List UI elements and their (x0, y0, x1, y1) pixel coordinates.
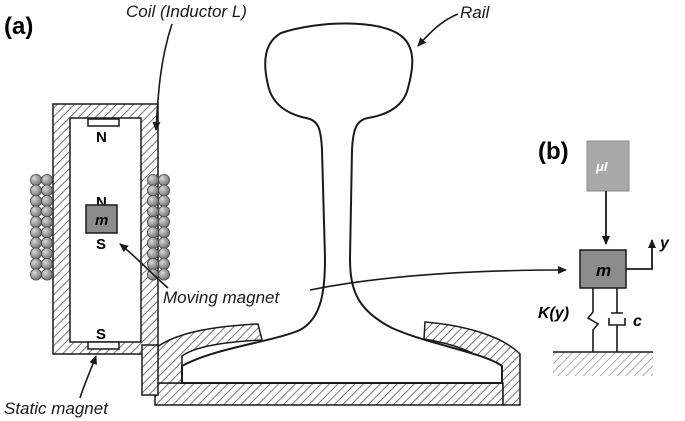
pole-label-bottom-s: S (96, 326, 106, 343)
coil-turn (41, 236, 54, 249)
damper-label: c (633, 313, 642, 330)
coil-label: Coil (Inductor L) (126, 2, 247, 21)
bottom-static-magnet (87, 341, 120, 350)
moving-magnet-leader (119, 243, 169, 289)
coil-turn (146, 205, 159, 218)
panel-label-b: (b) (538, 138, 569, 165)
coil-turn (146, 215, 159, 228)
coil-turn (157, 247, 170, 260)
coil-windings-left (29, 173, 54, 281)
coil-turn (41, 257, 54, 270)
coil-turn (157, 268, 170, 281)
panel-label-a: (a) (4, 13, 33, 40)
pole-label-top-n: N (96, 129, 107, 146)
rail-leader (417, 13, 459, 47)
displacement-label: y (659, 235, 670, 252)
spring-element (586, 288, 600, 352)
static-magnet-label: Static magnet (4, 399, 109, 418)
coil-turn (146, 194, 159, 207)
coil-turn (157, 173, 170, 186)
coil-turn (29, 205, 42, 218)
coil-turn (29, 236, 42, 249)
model-ground (553, 352, 653, 376)
coil-turn (29, 268, 42, 281)
coil-turn (41, 173, 54, 186)
static-magnet-leader (79, 355, 97, 399)
coil-turn (41, 205, 54, 218)
pole-label-moving-s: S (96, 236, 106, 253)
moving-magnet-label: Moving magnet (163, 288, 281, 307)
coil-turn (157, 226, 170, 239)
moving-magnet-mass-label: m (95, 212, 108, 229)
damper-element (608, 288, 626, 352)
coil-turn (146, 257, 159, 270)
coil-turn (146, 226, 159, 239)
coil-turn (41, 194, 54, 207)
coil-turn (157, 236, 170, 249)
coil-turn (41, 268, 54, 281)
coil-turn (41, 215, 54, 228)
coil-turn (146, 173, 159, 186)
rail-to-model-leader (309, 266, 567, 291)
coil-turn (157, 205, 170, 218)
rail-base (147, 321, 521, 406)
coil-turn (146, 184, 159, 197)
coil-turn (29, 215, 42, 228)
coil-turn (29, 184, 42, 197)
coil-turn (157, 215, 170, 228)
moving-magnet (85, 204, 118, 234)
coil-turn (29, 173, 42, 186)
coil-turn (157, 257, 170, 270)
coil-turn (29, 194, 42, 207)
rail-profile (181, 22, 503, 384)
coil-turn (29, 226, 42, 239)
coil-turn (29, 257, 42, 270)
input-block-label: μI (595, 159, 608, 174)
coil-turn (29, 247, 42, 260)
coil-turn (146, 247, 159, 260)
coil-turn (41, 184, 54, 197)
coil-leader (152, 23, 173, 131)
model-mass-label: m (596, 261, 611, 280)
coil-turn (41, 247, 54, 260)
coil-turn (157, 184, 170, 197)
coil-windings-right (146, 173, 170, 281)
input-block (586, 140, 630, 192)
pole-label-moving-n: N (96, 194, 107, 211)
coil-turn (146, 236, 159, 249)
coil-turn (157, 194, 170, 207)
spring-label: K(y) (538, 305, 569, 322)
coil-turn (41, 226, 54, 239)
rail-label: Rail (460, 3, 491, 22)
lumped-model: μI m y K(y) c (538, 140, 670, 376)
displacement-arrow (626, 239, 656, 270)
top-static-magnet (87, 118, 120, 127)
